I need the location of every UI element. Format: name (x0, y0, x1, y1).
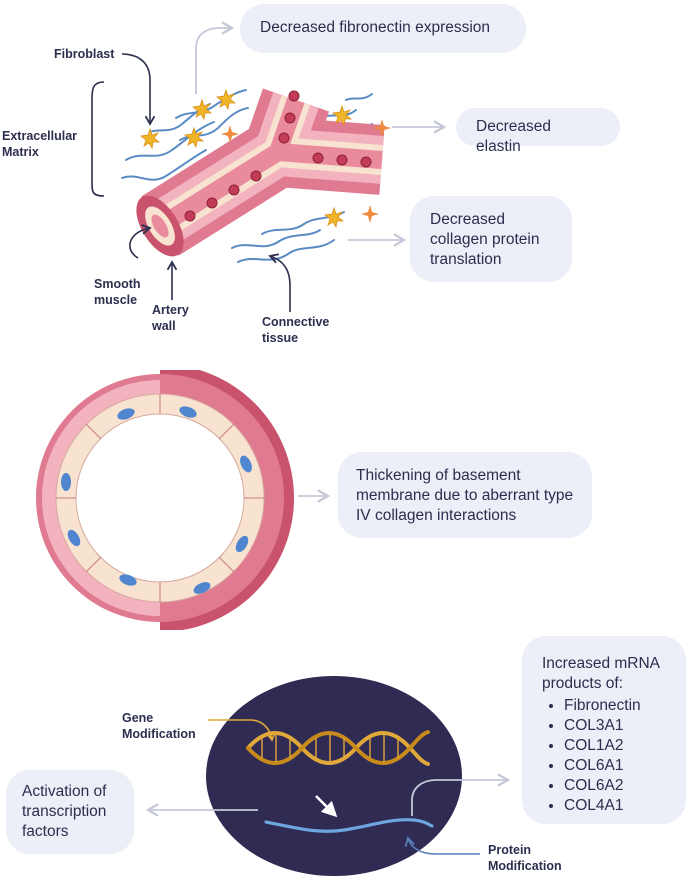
mrna-item: COL1A2 (564, 736, 668, 756)
artery-wall-label: Artery wall (152, 303, 189, 333)
protein-modification-pointer (404, 836, 480, 855)
arrow-right-icon (411, 773, 511, 816)
arrow-right-icon (195, 21, 235, 94)
mrna-item: COL6A2 (564, 776, 668, 796)
ecm-bracket (91, 81, 105, 197)
mrna-item: COL6A1 (564, 756, 668, 776)
blood-cells (184, 90, 372, 222)
cell-nucleus (206, 676, 462, 876)
mrna-products-box: Increased mRNA products of: Fibronectin … (522, 636, 686, 824)
artery-cross-section-lumen (151, 214, 169, 238)
fibronectin-box: Decreased fibronectin expression (240, 4, 526, 53)
smooth-muscle-label: Smooth muscle (94, 277, 141, 307)
dna-helix-icon (246, 730, 430, 766)
fibroblast-pointer (121, 53, 156, 126)
star-spark-icon (140, 88, 353, 229)
cell-nuclei (61, 406, 252, 594)
vessel-lumen (75, 413, 245, 583)
protein-modification-label: Protein Modification (488, 843, 562, 873)
cell-boundaries (56, 394, 264, 602)
dna-rungs (261, 734, 399, 762)
mrna-item: COL4A1 (564, 796, 668, 816)
star-spark-icon (221, 119, 391, 223)
smooth-muscle-pointer (129, 224, 152, 259)
transcription-factors-box: Activation of transcription factors (6, 770, 134, 854)
gene-modification-pointer (208, 719, 276, 742)
connective-tissue-label: Connective tissue (262, 315, 330, 345)
extracellular-matrix-label: Extracellular Matrix (2, 129, 78, 159)
transcription-arrow (315, 795, 338, 818)
mrna-item: COL3A1 (564, 716, 668, 736)
collagen-box: Decreased collagen protein translation (410, 196, 572, 282)
connective-tissue-pointer (268, 253, 291, 312)
mrna-products-title: Increased mRNA products of: (542, 655, 660, 692)
elastin-box: Decreased elastin (456, 108, 620, 155)
rna-strand-icon (264, 818, 434, 833)
gene-modification-label: Gene Modification (122, 711, 196, 741)
basement-membrane-box: Thickening of basement membrane due to a… (338, 452, 592, 538)
mrna-products-list: Fibronectin COL3A1 COL1A2 COL6A1 COL6A2 … (542, 696, 668, 816)
mrna-item: Fibronectin (564, 696, 668, 716)
fibroblast-label: Fibroblast (54, 47, 115, 61)
